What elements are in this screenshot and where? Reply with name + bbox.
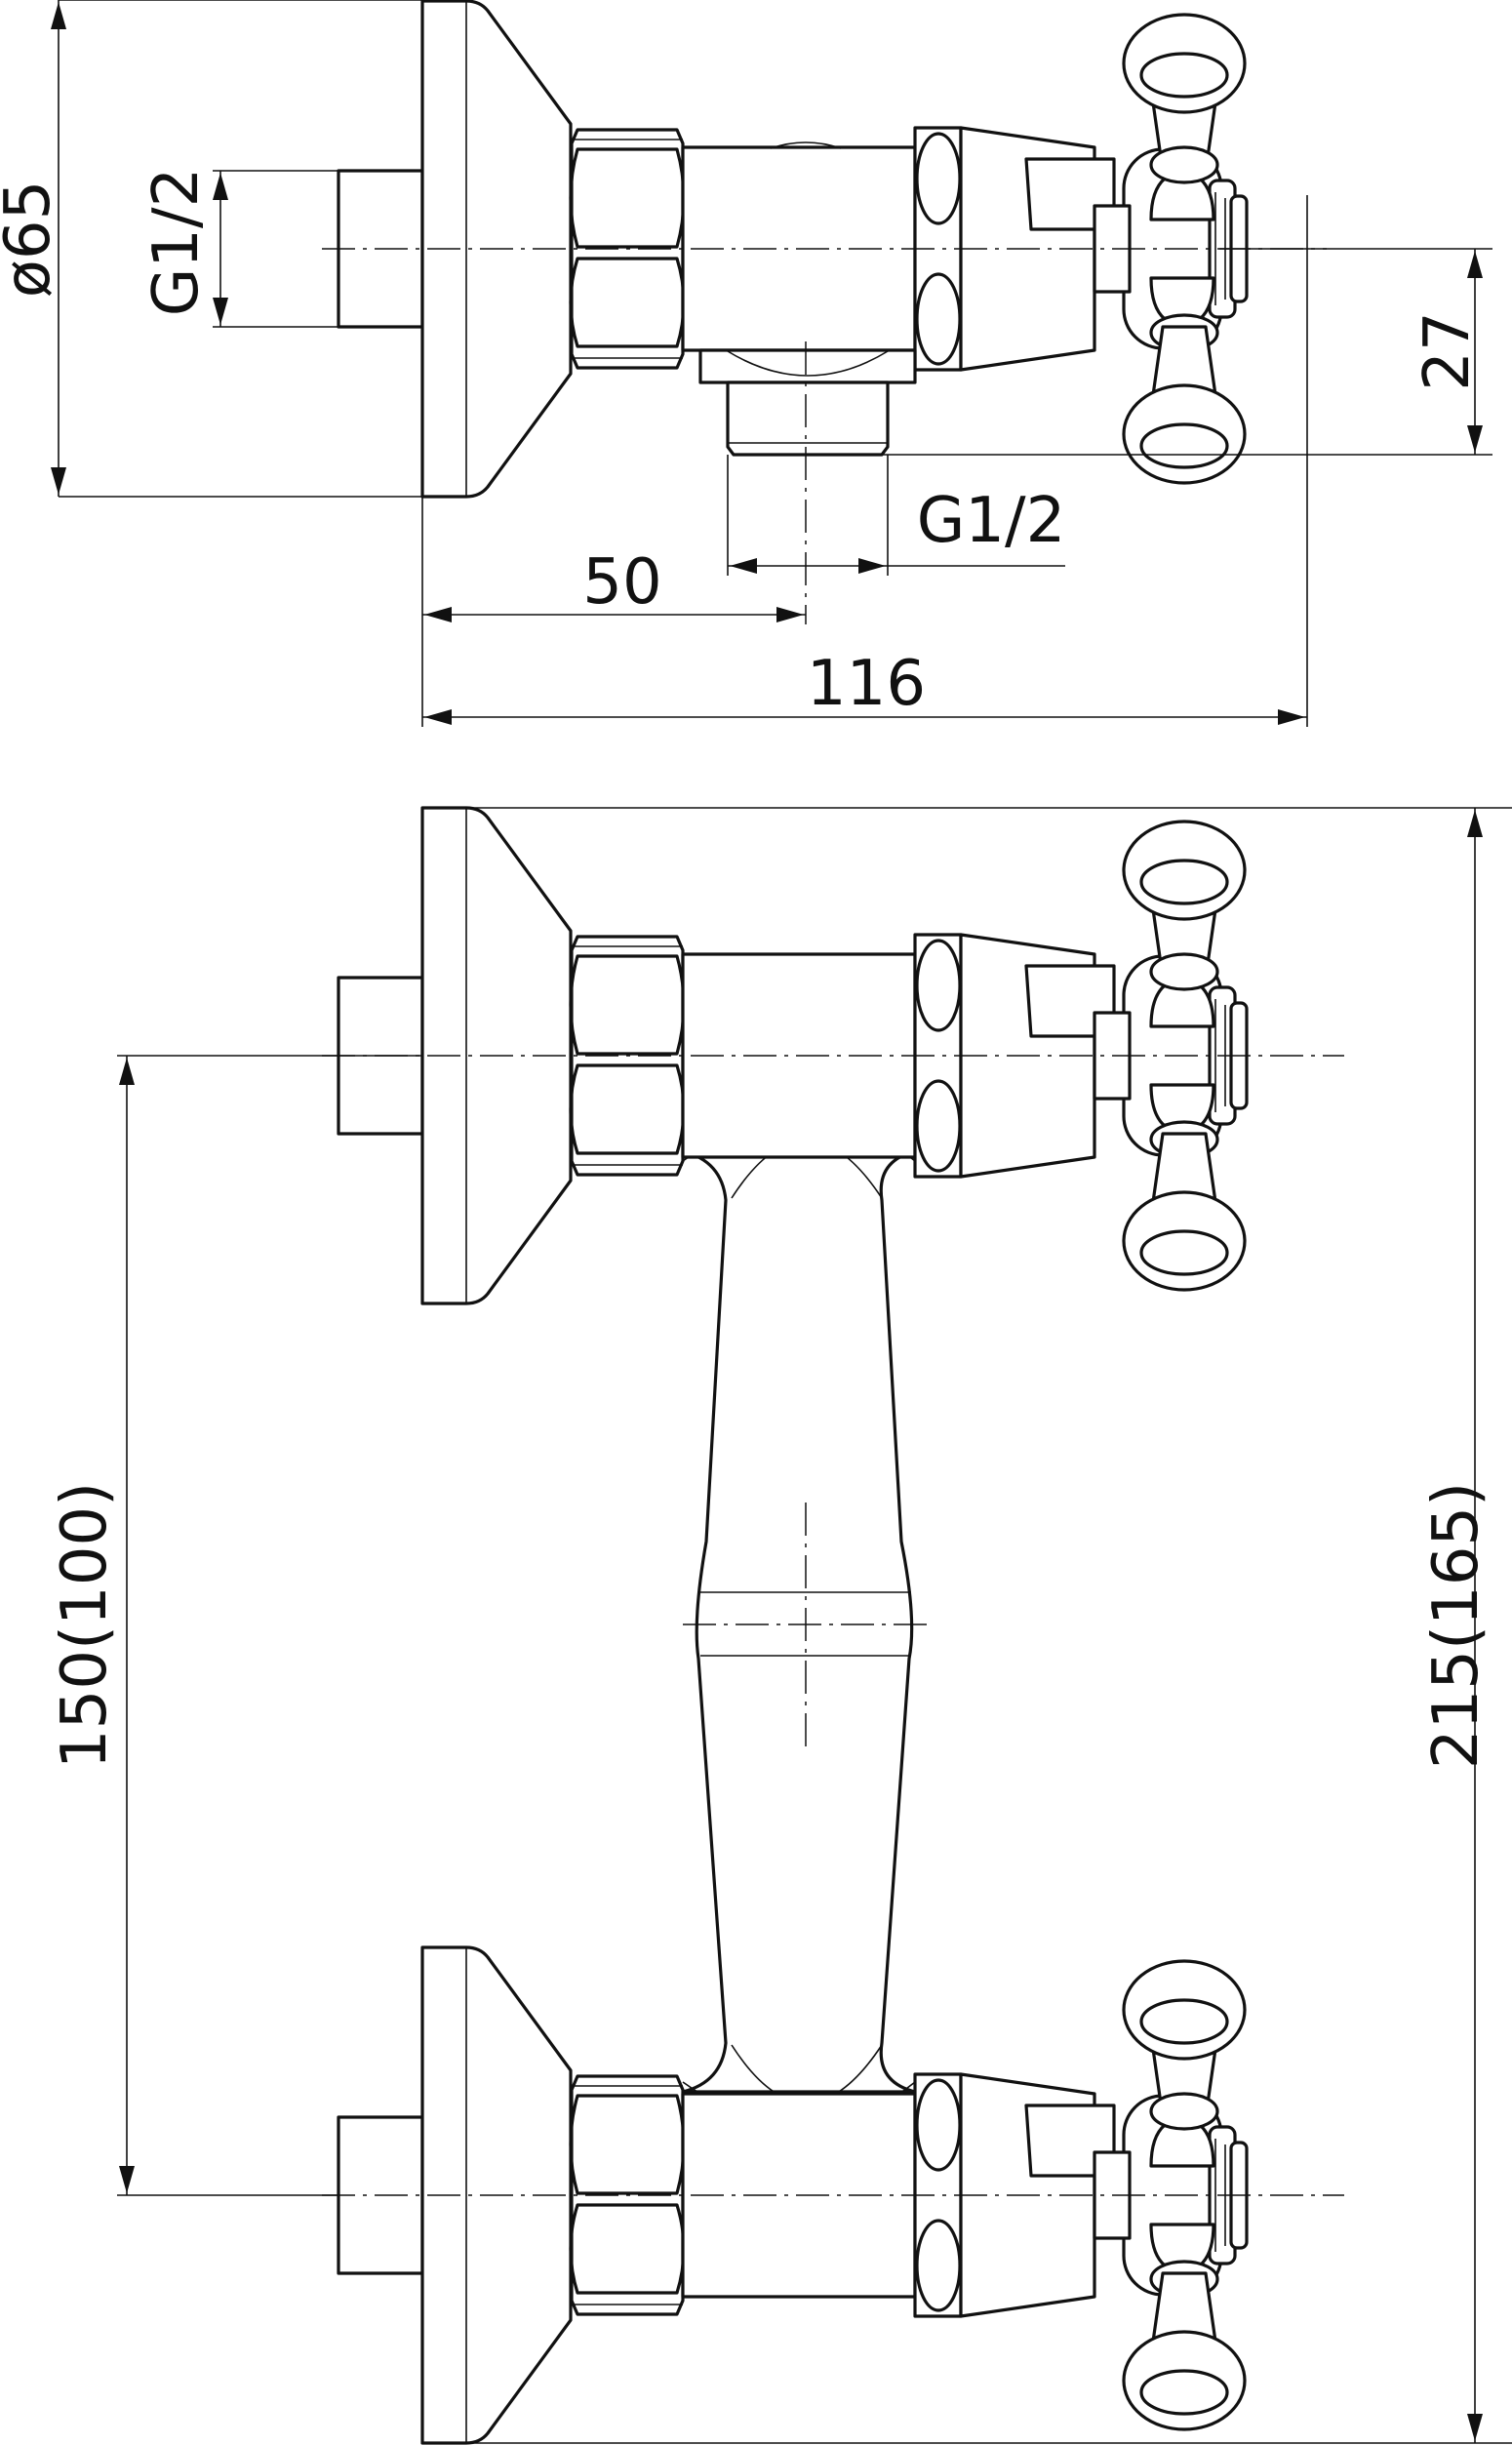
top-view: ø65 G1/2 27 G1/2: [0, 0, 1492, 727]
label-inlet-spacing: 150(100): [49, 1482, 121, 1769]
label-outlet-depth: 50: [582, 546, 661, 619]
top-view-body: [681, 126, 1096, 457]
label-inlet-thread: G1/2: [140, 168, 213, 317]
dim-inlet-thread: G1/2: [140, 168, 422, 328]
label-overall-depth: 116: [807, 648, 926, 720]
label-outlet-offset: 27: [1412, 311, 1484, 390]
dim-overall-depth: 116: [422, 195, 1308, 727]
dim-outlet-depth: 50: [421, 497, 806, 727]
dim-inlet-spacing: 150(100): [49, 1055, 422, 2196]
dim-outlet-thread: G1/2: [727, 455, 1066, 576]
dim-flange-diameter: ø65: [0, 0, 422, 498]
front-view-connector: [681, 1116, 917, 2127]
front-view: 150(100) 215(165): [49, 806, 1512, 2445]
dim-outlet-offset: 27: [882, 248, 1492, 456]
label-overall-height: 215(165): [1420, 1482, 1492, 1769]
label-flange-diameter: ø65: [0, 180, 64, 299]
label-outlet-thread: G1/2: [917, 485, 1066, 557]
dim-overall-height: 215(165): [466, 807, 1512, 2444]
